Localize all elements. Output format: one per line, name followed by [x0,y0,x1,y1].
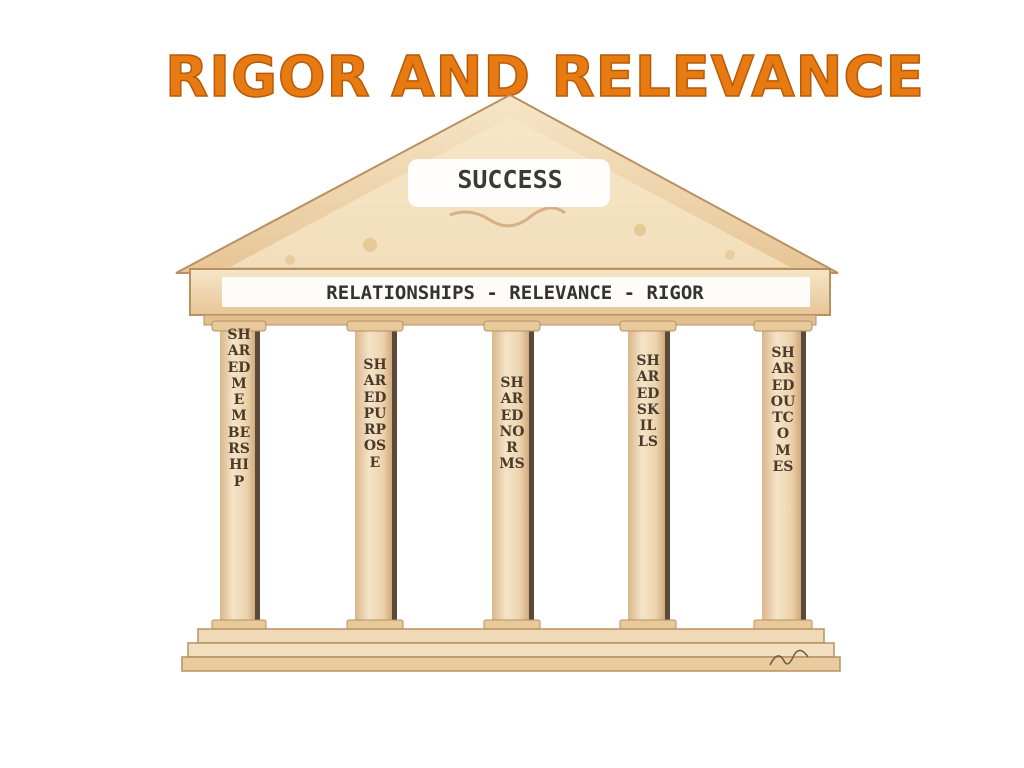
temple-step-top [197,628,825,644]
pillar-capital [483,320,541,332]
success-label: SUCCESS [457,165,563,194]
pillar-shadow [529,323,534,628]
temple-graphic [175,95,841,672]
pillar-shaft [628,323,668,628]
success-plaque [408,159,610,207]
pillar-shaft [492,323,532,628]
pillar-label-outcomes: SHARED OUTCOMES [770,345,796,476]
pillar-label-membership: SHARED MEMBERSHIP [227,327,251,490]
pillar-capital [346,320,404,332]
pillar-shaft [355,323,395,628]
pillar-shaft [220,323,258,628]
slide-title: RIGOR AND RELEVANCE [164,45,925,110]
pillar-shaft [762,323,804,628]
pillar-shadow [801,323,806,628]
pillar-label-purpose: SHARED PURPOSE [363,357,387,471]
artist-signature [769,649,809,666]
pillar-capital [619,320,677,332]
pillar-capital [211,320,267,332]
temple-step-bottom [181,656,841,672]
pediment-ornament [363,238,377,252]
pillar-label-norms: SHARED NORMS [499,375,525,473]
pediment-ornament [725,250,735,260]
pediment-ornament [634,224,646,236]
pillar-shadow [255,323,260,628]
temple-step-middle [187,642,835,658]
pillar-shadow [392,323,397,628]
pillar-label-skills: SHARED SKILLS [636,353,660,451]
pillar-capital [753,320,813,332]
pillar-group [211,320,813,631]
beam-plaque [222,277,810,307]
pillar-shadow [665,323,670,628]
pediment-ornament [285,255,295,265]
pediment-carving [449,206,566,228]
temple-diagram: SUCCESS RELATIONSHIPS - RELEVANCE - RIGO… [170,95,850,685]
beam-label: RELATIONSHIPS - RELEVANCE - RIGOR [326,282,704,304]
